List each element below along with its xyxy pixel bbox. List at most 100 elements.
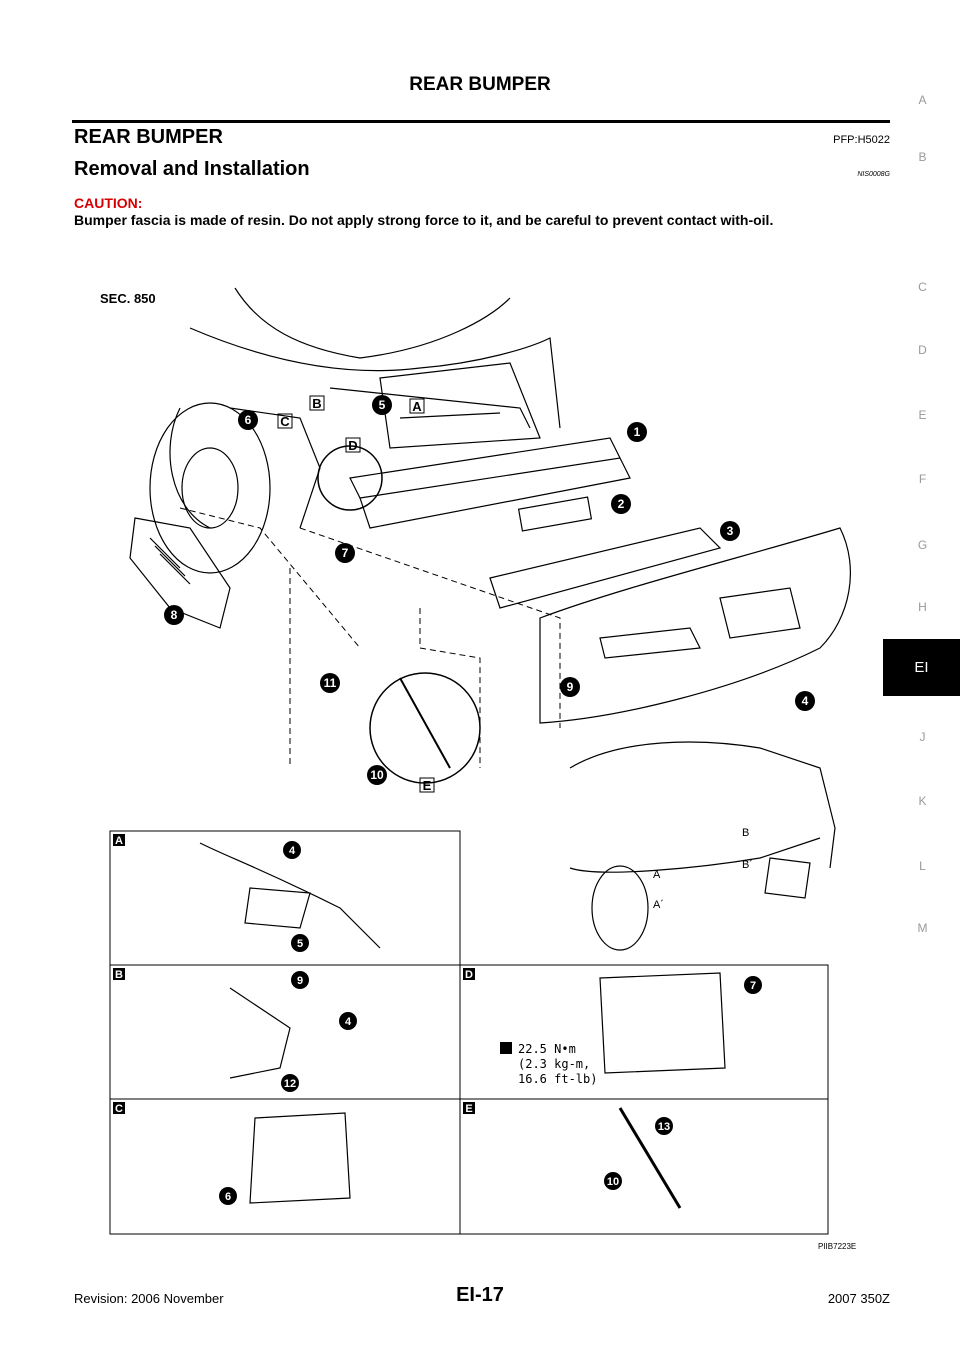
side-index-letter[interactable]: J <box>919 730 926 744</box>
side-index-letter[interactable]: G <box>917 538 928 552</box>
label-a: A <box>409 398 425 414</box>
svg-text:6: 6 <box>225 1191 231 1203</box>
label-d: D <box>345 437 361 453</box>
svg-text:10: 10 <box>370 768 384 782</box>
footer-revision: Revision: 2006 November <box>74 1291 224 1306</box>
side-index-letter[interactable]: H <box>918 600 927 614</box>
callout-4: 4 <box>283 841 301 859</box>
label-c: C <box>277 413 293 429</box>
side-index-letter[interactable]: K <box>918 794 927 808</box>
detail-box-e-tag: E <box>463 1102 475 1115</box>
detail-box-a-tag: A <box>113 834 125 847</box>
car-body-outline <box>149 287 561 574</box>
sec-label: SEC. 850 <box>100 291 156 306</box>
callout-10: 10 <box>367 765 387 785</box>
svg-text:E: E <box>423 778 432 793</box>
svg-text:5: 5 <box>297 938 303 950</box>
bumper-absorber <box>489 527 722 609</box>
subsection-code: NIS0008G <box>857 171 890 178</box>
footer-model: 2007 350Z <box>827 1291 890 1306</box>
callout-6: 6 <box>219 1187 237 1205</box>
subsection-title: Removal and Installation <box>74 158 310 180</box>
svg-text:22.5 N•m: 22.5 N•m <box>518 1042 576 1056</box>
svg-text:4: 4 <box>802 694 809 708</box>
callout-4: 4 <box>795 691 815 711</box>
svg-text:13: 13 <box>658 1121 670 1133</box>
side-index-active-tab[interactable]: EI <box>883 639 960 696</box>
svg-text:9: 9 <box>567 680 574 694</box>
side-index-letter[interactable]: L <box>919 859 926 873</box>
callout-5: 5 <box>291 934 309 952</box>
svg-text:D: D <box>348 438 357 453</box>
side-index-letter[interactable]: D <box>918 343 927 357</box>
svg-text:4: 4 <box>289 845 296 857</box>
svg-text:7: 7 <box>342 546 349 560</box>
fascia-lower-panel <box>179 507 561 768</box>
detail-grid <box>109 830 829 1235</box>
svg-text:A: A <box>653 869 661 881</box>
callout-12: 12 <box>281 1074 299 1092</box>
svg-text:9: 9 <box>297 975 303 987</box>
callout-9: 9 <box>291 971 309 989</box>
callout-5: 5 <box>372 395 392 415</box>
svg-text:E: E <box>465 1103 472 1115</box>
detail-d-circle <box>317 445 383 511</box>
footer-page-number: EI-17 <box>456 1284 504 1306</box>
svg-text:B: B <box>115 969 123 981</box>
callout-9: 9 <box>560 677 580 697</box>
svg-text:3: 3 <box>727 524 734 538</box>
detail-a-bracket <box>244 887 311 929</box>
callout-1: 1 <box>627 422 647 442</box>
side-index-letter[interactable]: M <box>917 921 928 935</box>
svg-text:16.6 ft-lb): 16.6 ft-lb) <box>518 1072 597 1086</box>
caution-label: CAUTION: <box>74 195 143 211</box>
detail-box-b-tag: B <box>113 968 125 981</box>
callout-6: 6 <box>238 410 258 430</box>
callout-7: 7 <box>744 976 762 994</box>
caution-text: Bumper fascia is made of resin. Do not a… <box>74 212 774 228</box>
callout-10: 10 <box>604 1172 622 1190</box>
callout-8: 8 <box>164 605 184 625</box>
header-rule <box>72 120 890 123</box>
label-b: B <box>309 395 325 411</box>
page-header: REAR BUMPER <box>409 74 551 95</box>
side-vent <box>129 517 231 629</box>
svg-text:B: B <box>742 827 749 839</box>
detail-e-seal <box>618 1107 682 1209</box>
exploded-diagram: SEC. 850 <box>100 287 851 1235</box>
svg-text:8: 8 <box>171 608 178 622</box>
detail-e-circle <box>369 672 481 784</box>
svg-text:C: C <box>280 414 290 429</box>
detail-box-c-tag: C <box>113 1102 125 1115</box>
callout-13: 13 <box>655 1117 673 1135</box>
svg-text:6: 6 <box>245 413 252 427</box>
svg-text:1: 1 <box>634 425 641 439</box>
side-index-letter[interactable]: F <box>918 472 927 486</box>
svg-text:4: 4 <box>345 1016 352 1028</box>
svg-text:A: A <box>115 835 123 847</box>
svg-text:A´: A´ <box>653 899 664 911</box>
bumper-fascia <box>539 527 851 724</box>
side-index-letter[interactable]: A <box>918 93 927 107</box>
svg-text:(2.3 kg-m,: (2.3 kg-m, <box>518 1057 590 1071</box>
svg-text:5: 5 <box>379 398 386 412</box>
callout-7: 7 <box>335 543 355 563</box>
svg-text:D: D <box>465 969 473 981</box>
detail-box-d-tag: D <box>463 968 475 981</box>
image-code: PIIB7223E <box>818 1242 857 1251</box>
detail-a-fascia <box>199 842 381 949</box>
svg-text:B: B <box>312 396 321 411</box>
car-view-labels: A A´ B B´ <box>653 827 753 911</box>
detail-c-bracket <box>249 1112 351 1204</box>
section-title: REAR BUMPER <box>74 126 223 148</box>
label-e: E <box>419 777 435 793</box>
callout-3: 3 <box>720 521 740 541</box>
side-index-letter[interactable]: C <box>918 280 927 294</box>
svg-text:2: 2 <box>618 497 625 511</box>
side-index-letter[interactable]: E <box>918 408 927 422</box>
svg-text:12: 12 <box>284 1078 296 1090</box>
side-index-letter[interactable]: B <box>918 150 927 164</box>
svg-text:10: 10 <box>607 1176 619 1188</box>
part-number: PFP:H5022 <box>833 134 890 146</box>
car-rear-view <box>569 741 836 951</box>
